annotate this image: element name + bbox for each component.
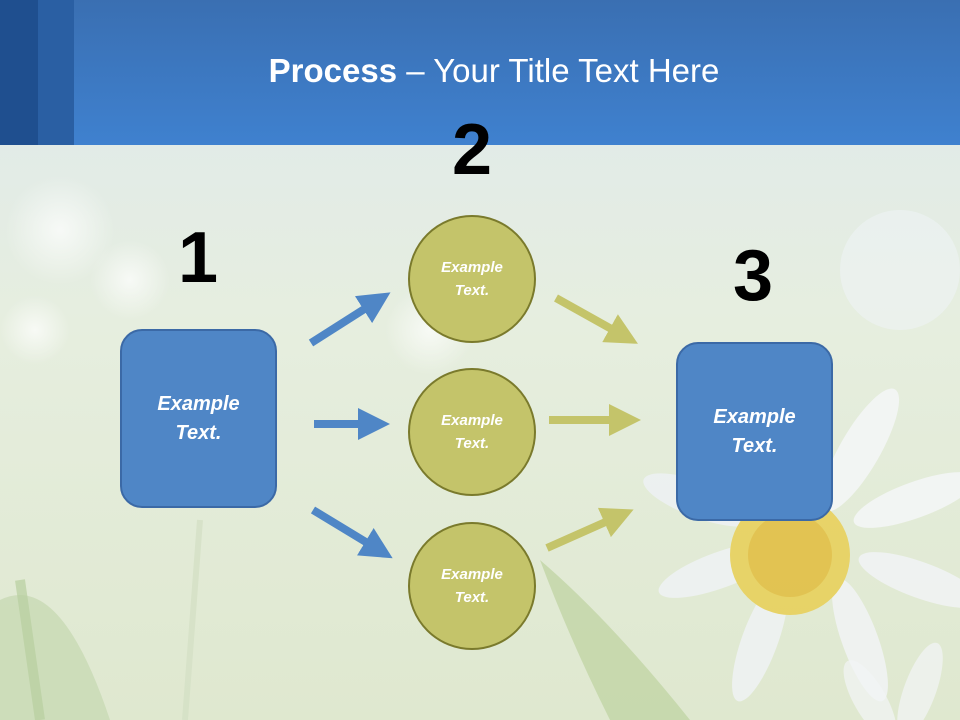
header-accent-dark [0,0,38,145]
circle-middle-line2: Text. [454,435,490,452]
circle-middle-line1: Example [441,412,503,429]
circle-top-line2: Text. [454,282,490,299]
arrow-bottom-to-right [545,507,634,552]
slide-title: Process – Your Title Text Here [74,52,914,90]
box-start-line1: Example [157,392,240,415]
step-3-number: 3 [732,236,774,316]
circle-top-line1: Example [441,259,503,276]
title-bar: Process – Your Title Text Here [0,0,960,145]
circle-bottom-line1: Example [441,566,503,583]
header-accent-mid [38,0,74,145]
title-bold: Process [268,52,398,89]
arrow-top-to-right [554,294,638,344]
arrow-left-to-bottom [310,506,393,559]
arrow-left-to-top [308,292,391,347]
step-2-number: 2 [451,110,493,190]
box-end-line1: Example [713,405,796,428]
title-rest: – Your Title Text Here [397,52,720,89]
circle-bottom-line2: Text. [454,589,490,606]
box-start-line2: Text. [175,421,222,444]
step-1-number: 1 [177,218,219,298]
box-end-line2: Text. [731,434,778,457]
